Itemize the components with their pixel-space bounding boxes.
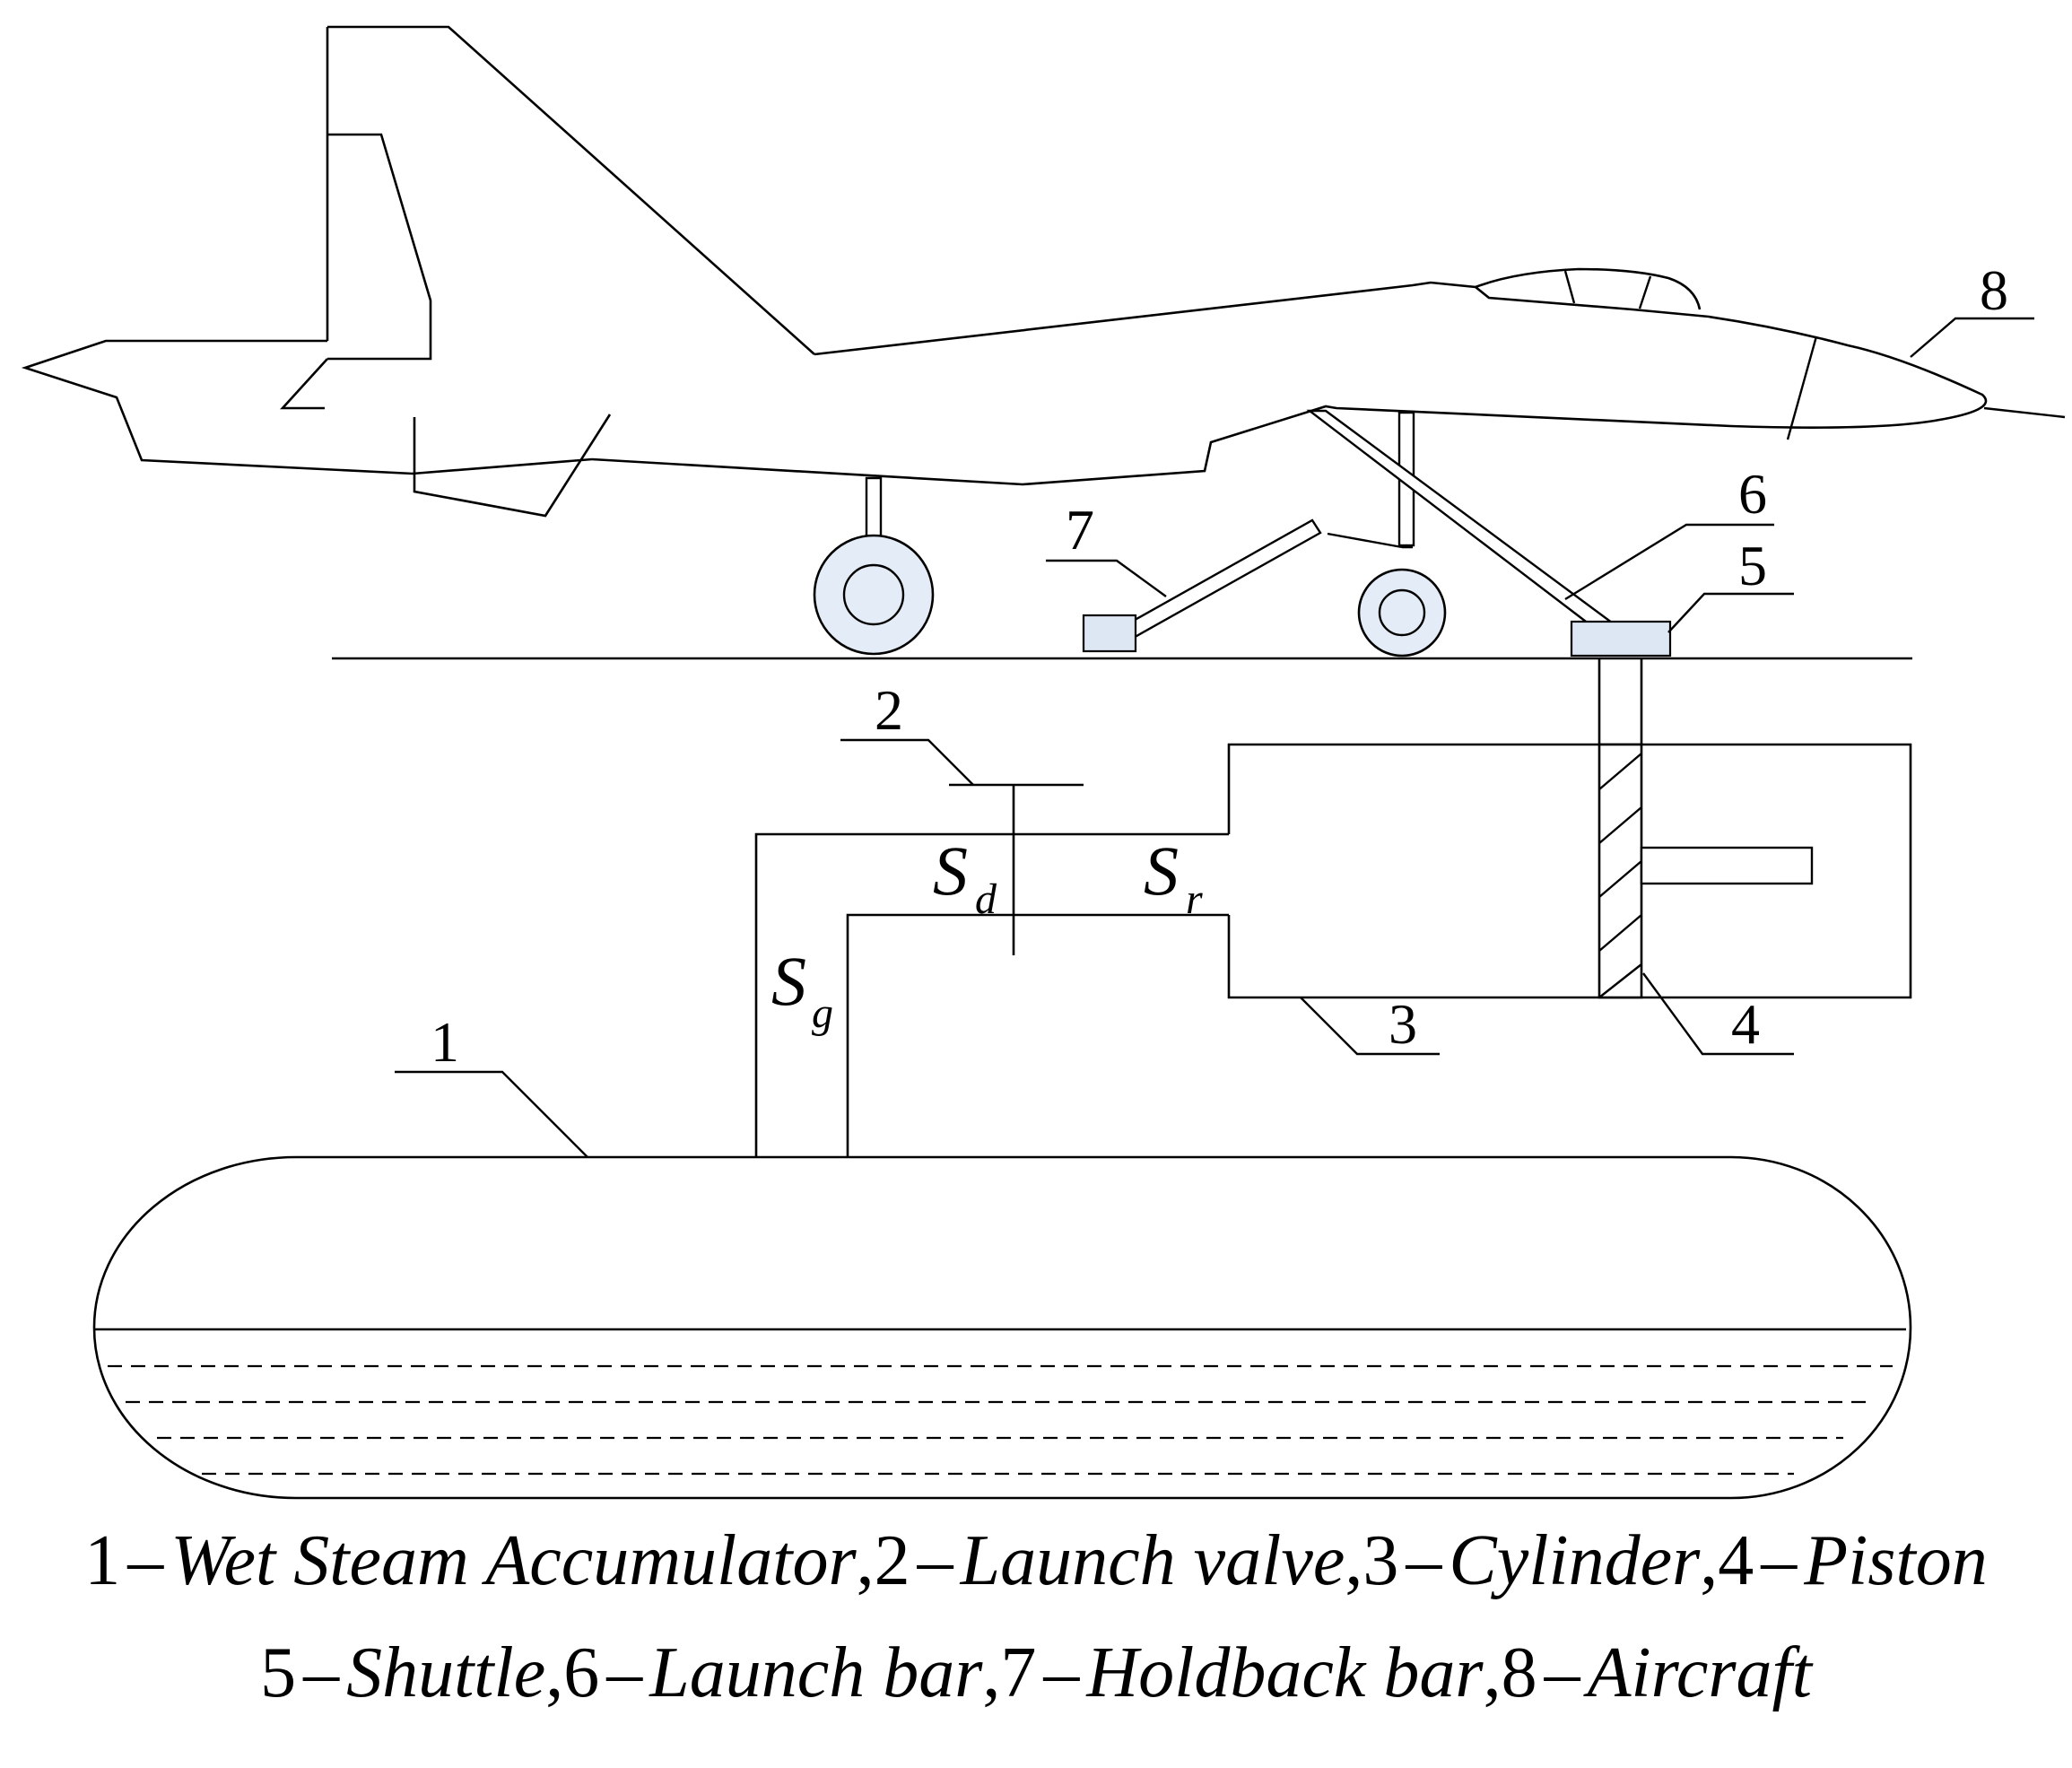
launch-bar-rod [1306, 409, 1621, 640]
steam-pipe-upper [754, 832, 1229, 1157]
nose-landing-gear [1327, 411, 1447, 658]
aircraft-stabilizer [21, 339, 593, 475]
steam-pipe-lower [846, 913, 1229, 1157]
callout-4: 4 [1731, 992, 1760, 1056]
holdback-anchor [1082, 614, 1137, 653]
aircraft-canopy [1475, 267, 1702, 310]
callout-3-leader [1300, 997, 1440, 1056]
main-landing-gear [813, 476, 935, 656]
aircraft-radome-seam [1786, 335, 1818, 440]
legend-item-2: 2–Launch valve [874, 1521, 1345, 1600]
aircraft-canopy-frame-1 [1563, 270, 1576, 304]
callout-7-leader [1046, 559, 1167, 597]
catapult-diagram: 1 2 3 4 5 6 7 8 S d S r S g [21, 25, 2066, 1500]
wet-steam-accumulator [92, 1155, 1912, 1500]
cylinder [1227, 743, 1912, 999]
svg-text:r: r [1186, 875, 1203, 923]
holdback-bar-rod [1106, 518, 1322, 649]
legend-item-8: 8–Aircraft [1501, 1633, 1812, 1712]
shuttle [1570, 620, 1672, 658]
svg-text:d: d [975, 875, 997, 923]
callout-2: 2 [875, 678, 903, 742]
main-wheel-hub [842, 563, 905, 626]
aircraft-ventral-fin [413, 414, 612, 518]
piston-flange [1640, 846, 1814, 885]
legend-item-5: 5–Shuttle [260, 1633, 546, 1712]
main-gear-strut [865, 476, 883, 538]
legend-line-2: 5–Shuttle,6–Launch bar,7–Holdback bar,8–… [260, 1633, 1812, 1712]
launch-bar [1306, 409, 1621, 640]
aircraft [21, 25, 2066, 518]
callout-2-leader [840, 738, 974, 786]
piston [1598, 743, 1814, 999]
symbol-sg: S g [771, 942, 833, 1037]
svg-text:S: S [933, 832, 968, 910]
legend-item-3: 3–Cylinder [1362, 1521, 1701, 1600]
aircraft-tail-fin [326, 25, 815, 355]
legend-item-1: 1–Wet Steam Accumulator [84, 1521, 857, 1600]
callout-1: 1 [431, 1010, 459, 1074]
legend-item-6: 6–Launch bar [563, 1633, 983, 1712]
piston-rod [1598, 658, 1643, 745]
legend-item-7: 7–Holdback bar [1000, 1633, 1484, 1712]
symbol-sr: S r [1144, 832, 1203, 923]
callout-4-leader [1642, 972, 1794, 1056]
callout-3: 3 [1389, 992, 1417, 1056]
callout-1-leader [395, 1070, 588, 1158]
svg-text:S: S [1144, 832, 1179, 910]
legend-item-4: 4–Piston [1718, 1521, 1988, 1600]
legend-line-1: 1–Wet Steam Accumulator,2–Launch valve,3… [84, 1521, 1988, 1600]
svg-text:S: S [771, 942, 806, 1020]
aircraft-rudder [327, 133, 432, 361]
aircraft-stab-root [280, 358, 328, 410]
aircraft-pitot [1983, 406, 2066, 419]
nose-gear-link [1327, 532, 1413, 549]
aircraft-fuselage-lower [591, 281, 1988, 486]
callout-7: 7 [1066, 498, 1094, 562]
symbol-sd: S d [933, 832, 997, 923]
launch-valve [949, 783, 1084, 955]
callout-8-leader [1910, 317, 2034, 358]
callout-6-leader [1564, 523, 1774, 601]
holdback-bar [1082, 518, 1322, 653]
svg-text:g: g [812, 989, 833, 1037]
callout-6: 6 [1738, 462, 1767, 526]
callout-5: 5 [1738, 534, 1767, 597]
callout-5-leader [1667, 592, 1794, 633]
aircraft-canopy-frame-2 [1638, 275, 1652, 309]
nose-wheel-hub [1378, 588, 1426, 637]
callout-8: 8 [1980, 258, 2008, 322]
